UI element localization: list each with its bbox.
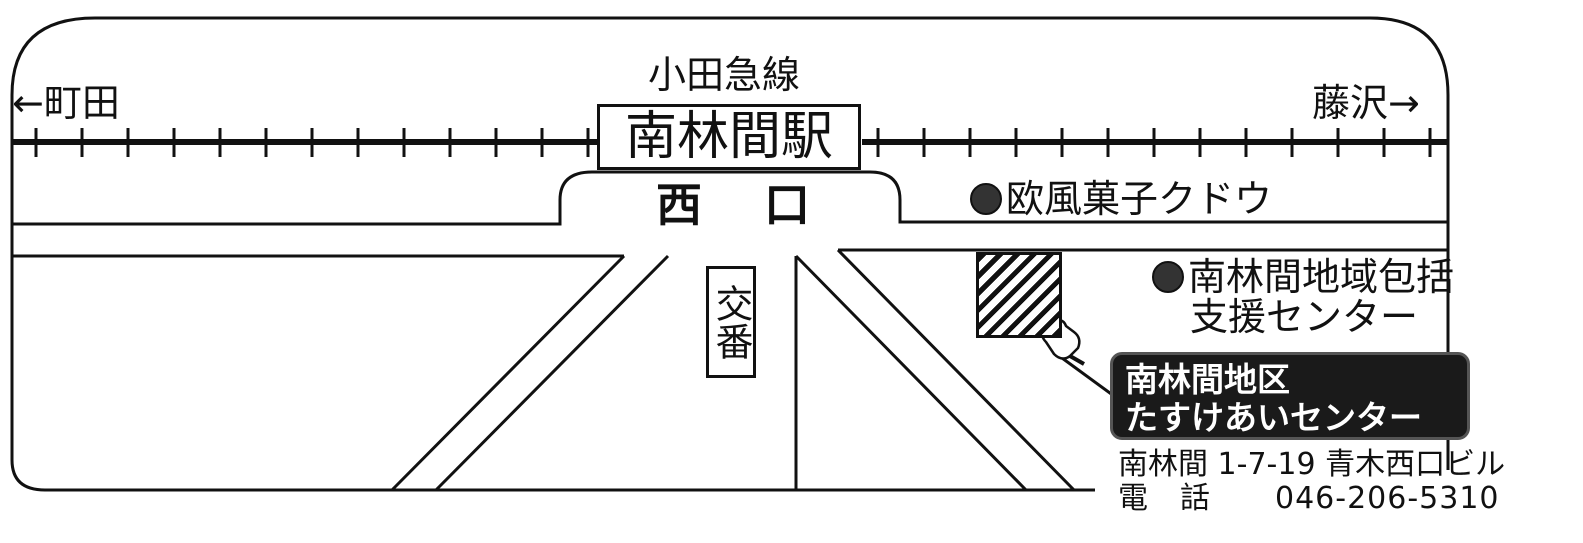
map-frame [10,16,1450,470]
landmark-support-center-line2: 支援センター [1190,294,1419,339]
phone-number: 046-206-5310 [1275,481,1500,516]
street-edge [390,254,626,492]
phone-label: 電 話 [1118,481,1211,516]
destination-address: 南林間 1-7-19 青木西口ビル [1118,447,1506,482]
street-edge [434,254,670,492]
destination-phone: 電 話 046-206-5310 [1118,484,1500,514]
railway-ties-right [876,128,1432,157]
map-frame-bottom [10,459,1095,492]
railway-track [12,128,1448,157]
police-box-label: 交番 [709,284,753,360]
police-box: 交番 [706,266,756,378]
street-edge [836,248,1076,492]
destination-building [976,252,1062,338]
direction-fujisawa: 藤沢→ [1312,81,1420,125]
destination-name-line1: 南林間地区 [1125,360,1290,399]
destination-name-line2: たすけあいセンター [1125,397,1422,437]
landmark-kudou-label: 欧風菓子クドウ [1006,177,1273,221]
landmark-kudou: 欧風菓子クドウ [970,180,1272,218]
landmark-support-center-line1: 南林間地域包括 [1188,255,1455,299]
street-edge [794,254,1028,492]
rail-line-name: 小田急線 [648,53,801,97]
station-forecourt [12,170,1448,226]
station-exit-label: 西口 [656,178,872,232]
filled-circle-icon [1152,261,1184,293]
station-name-box: 南林間駅 [597,104,861,170]
landmark-support-center: 南林間地域包括 支援センター [1152,255,1455,339]
station-name: 南林間駅 [624,107,833,167]
filled-circle-icon [970,183,1002,215]
destination-label: 南林間地区 たすけあいセンター [1110,352,1470,440]
railway-ties-left [34,128,590,157]
pointer-line [1061,356,1115,398]
direction-machida: ←町田 [12,81,120,125]
